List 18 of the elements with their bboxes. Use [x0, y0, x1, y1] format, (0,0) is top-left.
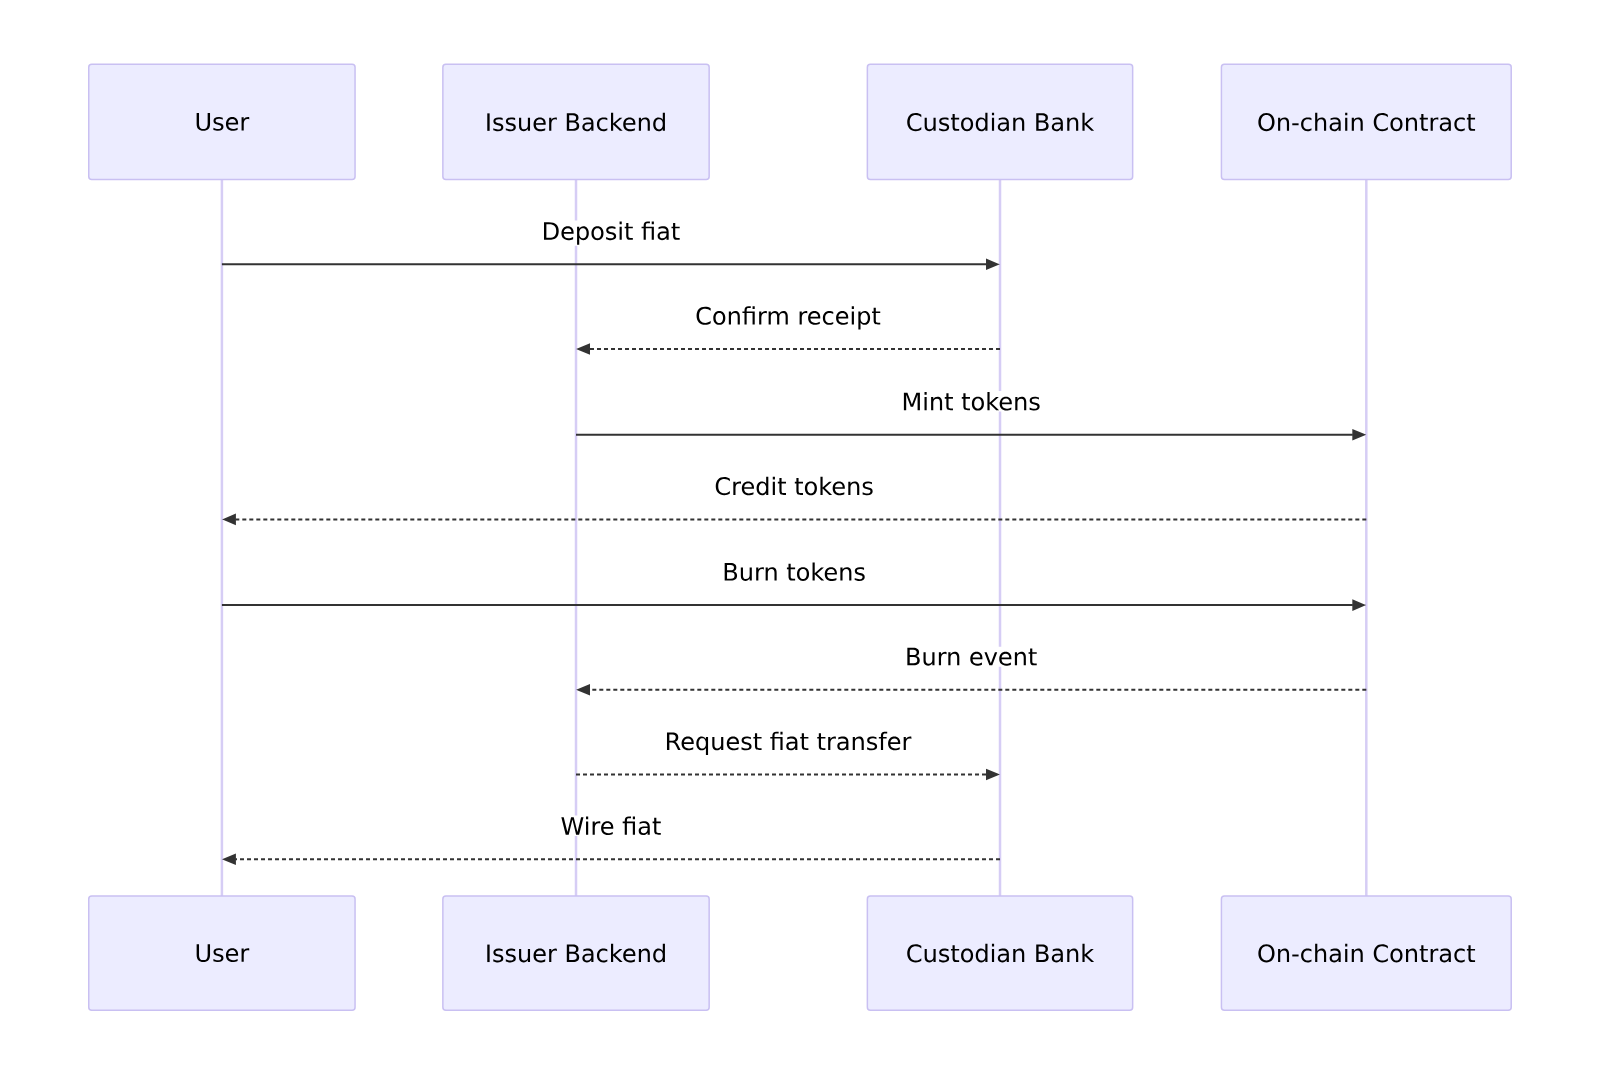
message-label: Wire fiat	[559, 815, 663, 837]
actor-box: User	[88, 63, 356, 181]
message-label: Confirm receipt	[694, 305, 882, 331]
actor-box: Issuer Backend	[442, 63, 710, 181]
actor-box: Custodian Bank	[866, 63, 1134, 181]
lifeline	[1365, 179, 1368, 896]
actor-box: On-chain Contract	[1220, 63, 1512, 181]
actor-box: Custodian Bank	[866, 895, 1134, 1011]
actor-box: User	[88, 895, 356, 1011]
message-label: Credit tokens	[713, 475, 875, 497]
message-label: Burn tokens	[721, 561, 867, 582]
message-label: Burn event	[904, 646, 1039, 667]
lifeline	[220, 179, 224, 896]
message-label: Mint tokens	[900, 390, 1042, 412]
actor-box: Issuer Backend	[442, 895, 710, 1011]
message-label: Deposit fiat	[540, 220, 682, 246]
actor-box: On-chain Contract	[1220, 895, 1512, 1011]
message-label: Request fiat transfer	[663, 730, 913, 756]
